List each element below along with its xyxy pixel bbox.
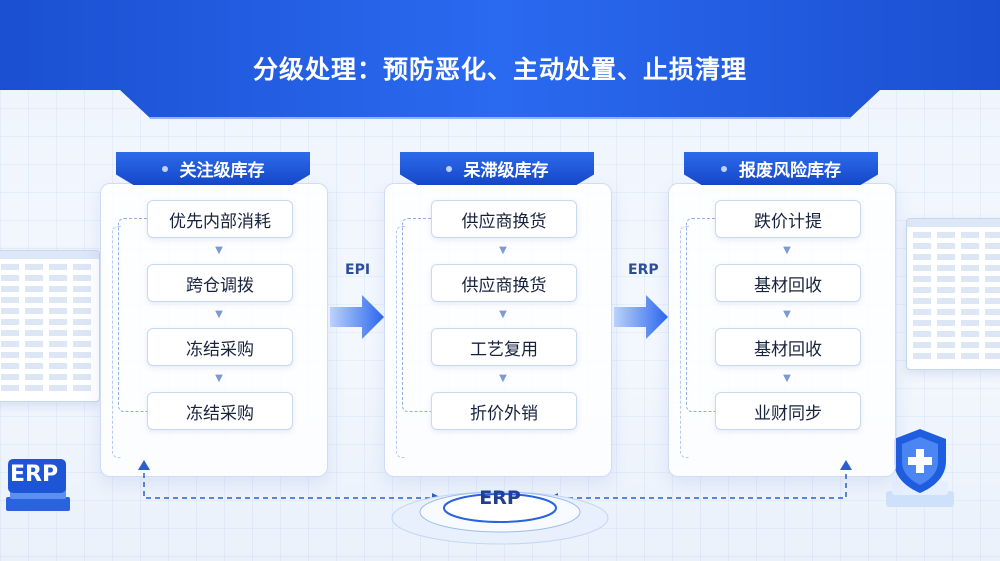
right-monitor (906, 218, 1000, 370)
bullet-dot (445, 165, 452, 172)
action-item: 供应商换货 (431, 264, 577, 302)
erp-logo-icon (6, 459, 70, 511)
column-attention-header: 关注级库存 (116, 152, 310, 185)
action-item: 工艺复用 (431, 328, 577, 366)
action-item: 跨仓调拨 (147, 264, 293, 302)
action-item: 跌价计提 (715, 200, 861, 238)
down-arrow-icon: ▼ (499, 373, 507, 384)
flow-bracket (402, 218, 433, 412)
action-item: 优先内部消耗 (147, 200, 293, 238)
action-item: 业财同步 (715, 392, 861, 430)
down-arrow-icon: ▼ (499, 309, 507, 320)
flow-bracket-outer (112, 226, 121, 458)
action-item: 折价外销 (431, 392, 577, 430)
column-attention-title: 关注级库存 (179, 161, 265, 181)
flow-bracket-outer (680, 226, 689, 458)
arrow-label-right: ERP (628, 262, 659, 278)
down-arrow-icon: ▼ (783, 245, 791, 256)
erp-logo-text: ERP (10, 462, 59, 487)
down-arrow-icon: ▼ (215, 373, 223, 384)
arrow-label-left: EPI (345, 262, 371, 278)
down-arrow-icon: ▼ (783, 373, 791, 384)
right-arrow-icon (614, 295, 668, 339)
action-item: 冻结采购 (147, 328, 293, 366)
shield-plus-icon (886, 429, 954, 507)
column-stagnant-title: 呆滞级库存 (463, 161, 549, 181)
column-scrap-risk-title: 报废风险库存 (739, 161, 841, 181)
flow-bracket (686, 218, 717, 412)
left-monitor (0, 250, 100, 402)
action-item: 基材回收 (715, 328, 861, 366)
column-stagnant-header: 呆滞级库存 (400, 152, 594, 185)
down-arrow-icon: ▼ (783, 309, 791, 320)
action-item: 供应商换货 (431, 200, 577, 238)
action-item: 冻结采购 (147, 392, 293, 430)
column-scrap-risk-header: 报废风险库存 (684, 152, 878, 185)
right-arrow-icon (330, 295, 384, 339)
bullet-dot (161, 165, 168, 172)
flow-bracket (118, 218, 149, 412)
down-arrow-icon: ▼ (215, 245, 223, 256)
down-arrow-icon: ▼ (499, 245, 507, 256)
down-arrow-icon: ▼ (215, 309, 223, 320)
erp-platform-icon (391, 491, 609, 545)
flow-bracket-outer (396, 226, 405, 458)
page-title: 分级处理：预防恶化、主动处置、止损清理 (252, 55, 747, 84)
title-banner (0, 0, 1000, 119)
bullet-dot (721, 165, 727, 172)
center-erp-label: ERP (479, 487, 521, 509)
action-item: 基材回收 (715, 264, 861, 302)
